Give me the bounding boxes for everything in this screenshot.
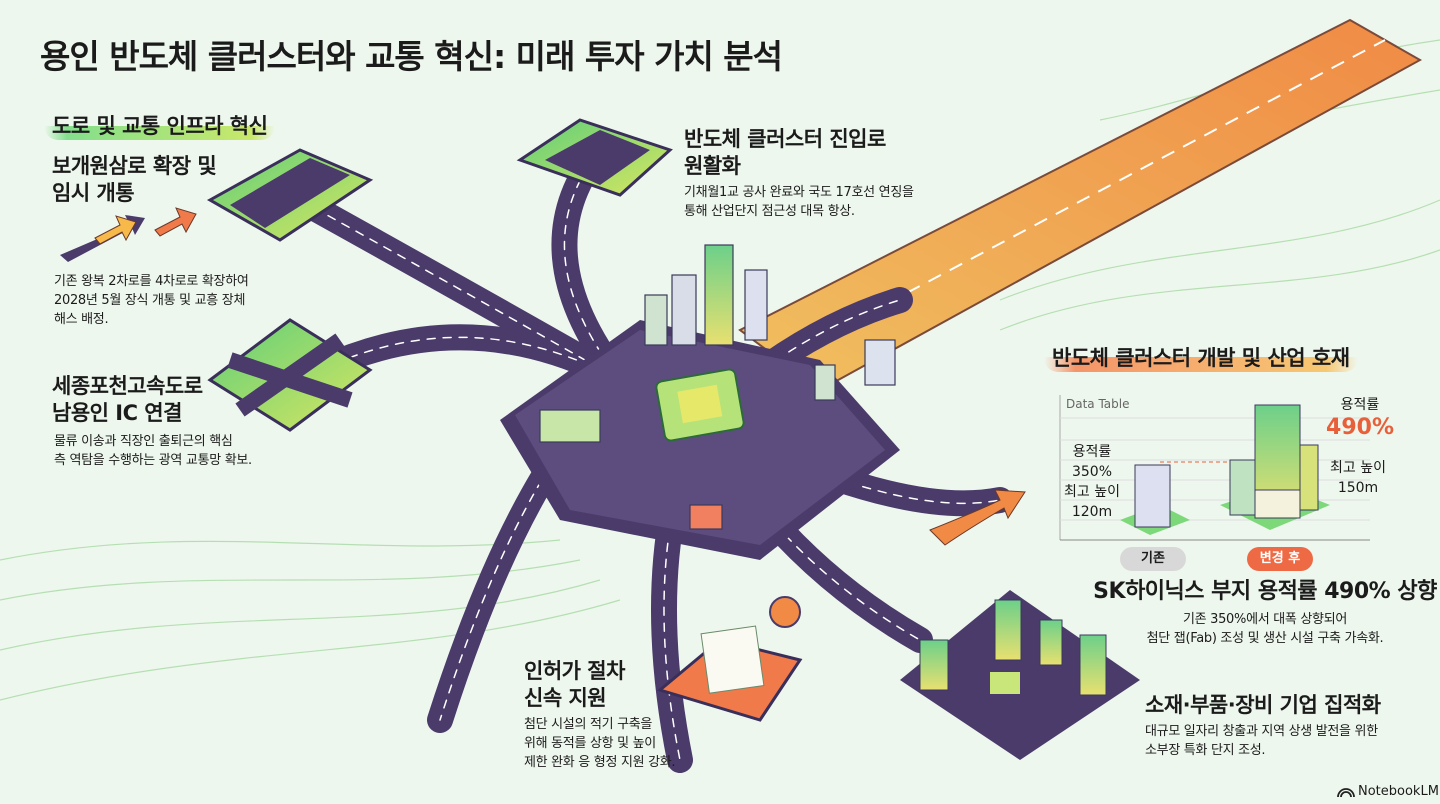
watermark: NotebookLM <box>1358 784 1439 799</box>
item-title: 인허가 절차 <box>524 659 625 683</box>
desc-line: 첨단 잽(Fab) 조성 및 생산 시설 구축 가속화. <box>1146 631 1384 646</box>
item-title: SK하이닉스 부지 용적률 490% 상향 <box>1093 579 1437 604</box>
section-header-industry: 반도체 클러스터 개발 및 산업 호재 <box>1044 342 1358 372</box>
height-value: 120m <box>1071 504 1113 520</box>
desc-line: 통해 산업단지 점근성 대목 항상. <box>684 204 855 219</box>
item-permit-support: 인허가 절차 신속 지원 첨단 시설의 적기 구축을 위해 동적를 상항 및 높… <box>524 658 676 772</box>
sk-item: SK하이닉스 부지 용적률 490% 상향 기존 350%에서 대폭 상향되어 … <box>1090 578 1440 648</box>
desc-line: 측 역탐을 수행하는 광역 교통망 확보. <box>54 453 252 468</box>
item-title: 남용인 IC 연결 <box>52 401 182 425</box>
tag-before: 기존 <box>1120 547 1186 571</box>
desc-line: 소부장 특화 단지 조성. <box>1145 743 1266 758</box>
item-title: 세종포천고속도로 <box>52 374 203 398</box>
far-chart <box>1059 395 1370 541</box>
item-title: 원활화 <box>684 154 741 178</box>
far-label: 용적률 <box>1072 444 1112 460</box>
item-title: 신속 지원 <box>524 686 607 710</box>
desc-line: 대규모 일자리 창출과 지역 상생 발전을 위한 <box>1145 724 1378 739</box>
page-title: 용인 반도체 클러스터와 교통 혁신: 미래 투자 가치 분석 <box>40 37 783 76</box>
item-desc: 기존 왕복 2차로를 4차로로 확장하여 2028년 5월 장식 개통 및 교흥… <box>54 272 249 329</box>
item-ic-connection: 세종포천고속도로 남용인 IC 연결 <box>52 373 203 427</box>
far-value: 490% <box>1326 415 1394 440</box>
desc-line: 2028년 5월 장식 개통 및 교흥 장체 <box>54 293 246 308</box>
thumbs-up-icon <box>769 596 801 628</box>
desc-line: 기존 350%에서 대폭 상향되어 <box>1182 612 1348 627</box>
desc-line: 기채월1교 공사 완료와 국도 17호선 연징을 <box>684 185 914 200</box>
item-access-road: 반도체 클러스터 진입로 원활화 기채월1교 공사 완료와 국도 17호선 연징… <box>684 126 914 221</box>
far-value: 350% <box>1071 464 1113 480</box>
item-title: 반도체 클러스터 진입로 <box>684 127 886 151</box>
parts-item: 소재·부품·장비 기업 집적화 대규모 일자리 창출과 지역 상생 발전을 위한… <box>1145 692 1381 760</box>
height-label: 최고 높이 <box>1330 460 1386 476</box>
item-title: 보개원삼로 확장 및 <box>52 154 217 178</box>
desc-line: 첨단 시설의 적기 구축을 <box>524 717 653 732</box>
item-title: 소재·부품·장비 기업 집적화 <box>1145 693 1381 717</box>
before-values: 용적률 350% 최고 높이 120m <box>1062 442 1122 522</box>
buildings <box>539 244 896 530</box>
height-value: 150m <box>1337 480 1379 496</box>
desc-line: 위해 동적를 상항 및 높이 <box>524 736 656 751</box>
desc-line: 기존 왕복 2차로를 4차로로 확장하여 <box>54 274 249 289</box>
roads <box>287 137 1013 773</box>
desc-line: 제한 완화 응 형정 지원 강화. <box>524 755 676 770</box>
item-road-expansion: 보개원삼로 확장 및 임시 개통 <box>52 153 217 207</box>
desc-line: 해스 배정. <box>54 312 109 327</box>
desc-line: 물류 이송과 직장인 출퇴근의 핵심 <box>54 434 233 449</box>
tag-after: 변경 후 <box>1247 547 1313 571</box>
flow-lines <box>0 39 1440 701</box>
far-label: 용적률 <box>1340 397 1380 413</box>
growth-arrow-icon <box>929 489 1026 546</box>
notebooklm-logo-icon <box>1337 788 1355 798</box>
data-table-label: Data Table <box>1066 397 1130 411</box>
after-height: 최고 높이 150m <box>1322 458 1394 498</box>
after-far: 용적률 490% <box>1320 395 1400 441</box>
section-header-transport: 도로 및 교통 인프라 혁신 <box>44 110 276 140</box>
building-before <box>1134 464 1171 528</box>
item-title: 임시 개통 <box>52 181 135 205</box>
item-desc: 물류 이송과 직장인 출퇴근의 핵심 측 역탐을 수행하는 광역 교통망 확보. <box>54 432 252 470</box>
height-label: 최고 높이 <box>1064 484 1120 500</box>
